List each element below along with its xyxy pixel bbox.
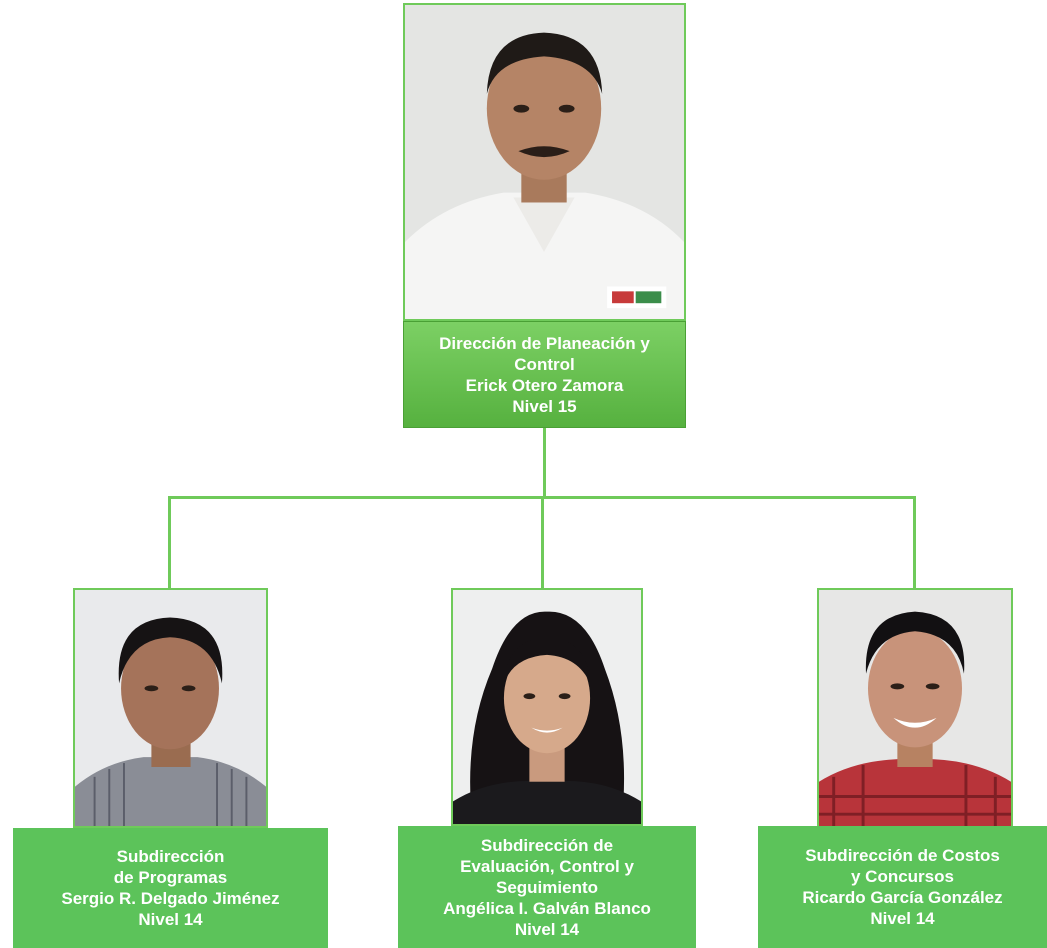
subdirector-1-position-line1: Subdirección [116,847,225,866]
subdirector-3-level: Nivel 14 [870,909,935,928]
subdirector-3-photo [817,588,1013,828]
connector-left-down [168,496,171,588]
connector-director-down [543,428,546,498]
director-position-line1: Dirección de Planeación y [439,333,650,353]
director-name: Erick Otero Zamora [465,375,624,395]
subdirector-2-position-line1: Subdirección de [480,835,614,855]
director-photo [403,3,686,321]
subdirector-3-position-line1: Subdirección de Costos [805,846,1000,865]
subdirector-2-position-line3: Seguimiento [495,877,598,897]
subdirector-2-photo [451,588,643,826]
person-photo-icon [405,5,684,319]
connector-center-down [541,496,544,588]
person-photo-icon [453,590,641,824]
subdirector-1-name: Sergio R. Delgado Jiménez [61,889,280,908]
subdirector-2-name: Angélica I. Galván Blanco [443,898,651,918]
director-level: Nivel 15 [512,396,577,416]
subdirector-3-position-line2: y Concursos [851,867,954,886]
subdirector-2-level: Nivel 14 [514,919,580,939]
director-box: Dirección de Planeación y Control Erick … [403,321,686,428]
director-position-line2: Control [514,354,575,374]
person-photo-icon [819,590,1011,826]
subdirector-2-position-line2: Evaluación, Control y [460,856,634,876]
subdirector-1-level: Nivel 14 [138,910,203,929]
subdirector-3-box: Subdirección de Costos y Concursos Ricar… [758,826,1047,948]
subdirector-1-position-line2: de Programas [113,868,228,887]
subdirector-1-photo [73,588,268,828]
subdirector-3-name: Ricardo García González [802,888,1003,907]
subdirector-1-box: Subdirección de Programas Sergio R. Delg… [13,828,328,948]
subdirector-2-box: Subdirección de Evaluación, Control y Se… [398,826,696,948]
connector-right-down [913,496,916,588]
person-photo-icon [75,590,266,826]
